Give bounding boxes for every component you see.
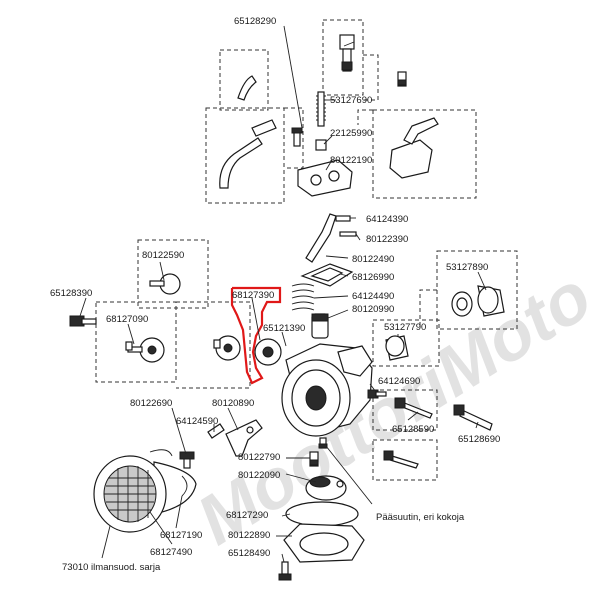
label-80122390: 80122390 bbox=[366, 234, 408, 245]
float-80122090-part bbox=[305, 475, 347, 501]
label-65128490: 65128490 bbox=[228, 548, 270, 559]
label-80122190: 80122190 bbox=[330, 155, 372, 166]
label-64124690: 64124690 bbox=[378, 376, 420, 387]
highlight-outline bbox=[230, 286, 282, 385]
label-65128290: 65128290 bbox=[234, 16, 276, 27]
lever-part bbox=[305, 213, 357, 263]
label-80122790: 80122790 bbox=[238, 452, 280, 463]
needle-80122590-part bbox=[149, 273, 181, 295]
label-64124390: 64124390 bbox=[366, 214, 408, 225]
screw-lower-right-part bbox=[383, 450, 419, 469]
bracket-80120890-part bbox=[225, 419, 263, 457]
float-68127090-part bbox=[125, 337, 165, 363]
screw-65128490-part bbox=[278, 561, 292, 581]
label-65128690: 65128690 bbox=[458, 434, 500, 445]
bush-53127790-part bbox=[385, 335, 409, 361]
choke-tube-part bbox=[237, 75, 257, 101]
label-65128390: 65128390 bbox=[50, 288, 92, 299]
group-boxes bbox=[95, 19, 518, 481]
air-filter-part bbox=[93, 455, 197, 533]
cable-adjuster-part bbox=[339, 34, 355, 72]
screw-65128390-part bbox=[69, 315, 97, 327]
screw-65128590-part bbox=[394, 397, 433, 419]
main-jet-part bbox=[318, 437, 328, 449]
label-80122090: 80122090 bbox=[238, 470, 280, 481]
label-53127890: 53127890 bbox=[446, 262, 488, 273]
label-68127390: 68127390 bbox=[232, 290, 274, 301]
carburettor-body-part bbox=[281, 343, 373, 437]
label-80120890: 80120890 bbox=[212, 398, 254, 409]
label-80122890: 80122890 bbox=[228, 530, 270, 541]
label-53127790: 53127790 bbox=[384, 322, 426, 333]
screw-80122690-part bbox=[179, 451, 195, 469]
choke-body-part bbox=[389, 117, 439, 179]
label-64124590: 64124590 bbox=[176, 416, 218, 427]
slide-spring-part bbox=[291, 283, 315, 311]
caption-filter-set: 73010 ilmansuod. sarja bbox=[62, 562, 161, 573]
gasket-plate-part bbox=[300, 263, 354, 287]
screw-65128290-part bbox=[291, 127, 303, 147]
bush-53127890-part bbox=[451, 285, 505, 317]
label-68126990: 68126990 bbox=[352, 272, 394, 283]
jet-80122790-part bbox=[309, 451, 319, 467]
screw-64124690-part bbox=[367, 389, 387, 399]
label-64124490: 64124490 bbox=[352, 291, 394, 302]
clip-64124590-part bbox=[207, 423, 225, 439]
label-68127190: 68127190 bbox=[160, 530, 202, 541]
caption-main-jet: Pääsuutin, eri kokoja bbox=[376, 512, 465, 523]
needle-spring-part bbox=[315, 91, 327, 151]
overflow-pipe-part bbox=[219, 119, 277, 189]
gasket-68127290-part bbox=[285, 501, 359, 527]
carb-top-part bbox=[297, 159, 353, 197]
throttle-slide-part bbox=[311, 313, 329, 339]
label-53127690: 53127690 bbox=[330, 95, 372, 106]
label-68127290: 68127290 bbox=[226, 510, 268, 521]
label-65128590: 65128590 bbox=[392, 424, 434, 435]
screw-65128690-part bbox=[453, 404, 493, 431]
label-65121390: 65121390 bbox=[263, 323, 305, 334]
label-80122590: 80122590 bbox=[142, 250, 184, 261]
diaphragm-68127390-part bbox=[213, 335, 282, 366]
bowl-80122890-part bbox=[283, 523, 365, 563]
label-68127490: 68127490 bbox=[150, 547, 192, 558]
leader-lines bbox=[79, 25, 487, 563]
label-68127090: 68127090 bbox=[106, 314, 148, 325]
label-80122690: 80122690 bbox=[130, 398, 172, 409]
label-80120990: 80120990 bbox=[352, 304, 394, 315]
small-screw-part bbox=[397, 71, 407, 87]
part-labels: 65128290 53127690 22125990 80122190 6412… bbox=[50, 16, 500, 573]
label-22125990: 22125990 bbox=[330, 128, 372, 139]
filter-clip-68127190-part bbox=[149, 449, 188, 497]
label-80122490: 80122490 bbox=[352, 254, 394, 265]
